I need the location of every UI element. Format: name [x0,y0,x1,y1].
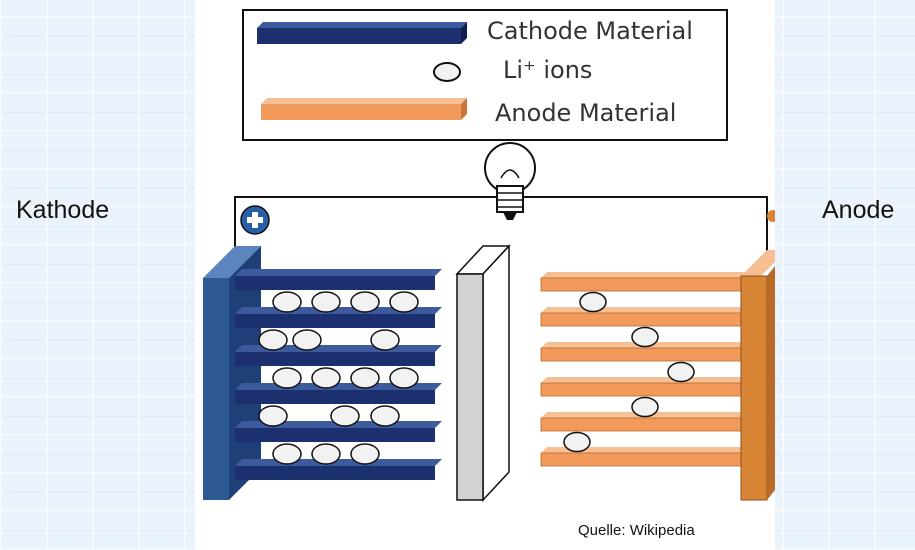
cathode-li-ion [330,405,360,427]
anode-layer-top [541,377,747,383]
cathode-li-ion [311,443,341,465]
cathode-li-ion [370,405,400,427]
anode-plate [740,250,775,501]
cathode-layers [235,269,442,480]
kathode-label: Kathode [16,196,110,224]
anode-layer [540,382,742,397]
minus-terminal-icon [767,210,775,222]
anode-layers [540,272,747,467]
cathode-layer-top [235,459,442,466]
cathode-li-ion [272,367,302,389]
anode-li-ion [667,361,695,383]
cathode-li-ion [272,443,302,465]
legend-cathode-label: Cathode Material [487,17,693,45]
cathode-layer [235,466,435,480]
anode-layer [540,312,742,327]
diagram-panel: Cathode Material Li⁺ ions Anode Material [195,0,775,550]
anode-li-ion [631,396,659,418]
cathode-layer [235,428,435,442]
cathode-li-ion [258,405,288,427]
anode-layer-top [541,447,747,453]
anode-layer-top [541,272,747,278]
plus-terminal-icon [240,205,270,235]
cathode-layer [235,352,435,366]
cathode-li-ion [350,443,380,465]
cathode-li-ion [389,291,419,313]
anode-li-ion [579,291,607,313]
cathode-li-ion [350,367,380,389]
cathode-li-ion [389,367,419,389]
anode-layer [540,417,742,432]
cathode-layer [235,390,435,404]
li-ion-icon [433,62,461,82]
anode-li-ion [563,431,591,453]
legend-ion-label: Li⁺ ions [503,56,592,84]
anode-layer-top [541,307,747,313]
battery-diagram: Cathode Material Li⁺ ions Anode Material [203,9,775,502]
cathode-layer [235,314,435,328]
anode-layer [540,452,742,467]
separator [455,244,511,502]
cathode-layer [235,276,435,290]
cathode-layer-top [235,269,442,276]
cathode-li-ion [370,329,400,351]
cathode-li-ion [350,291,380,313]
anode-layer [540,347,742,362]
cathode-li-ion [272,291,302,313]
anode-label: Anode [822,196,895,224]
cathode-li-ion [258,329,288,351]
cathode-li-ion [292,329,322,351]
cathode-li-ion [311,367,341,389]
legend-anode-label: Anode Material [495,99,676,127]
light-bulb-icon [484,142,536,220]
anode-layer [540,277,742,292]
circuit-wire [234,196,500,262]
legend-cathode-swatch [257,22,467,44]
anode-li-ion [631,326,659,348]
circuit-wire-right [520,196,768,262]
cathode-li-ion [311,291,341,313]
source-credit: Quelle: Wikipedia [578,522,695,539]
legend-anode-swatch [261,98,467,120]
